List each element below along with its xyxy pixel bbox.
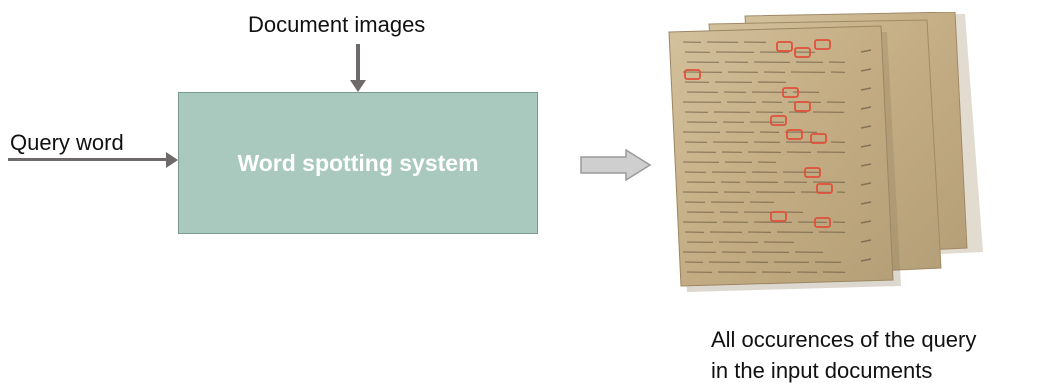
output-description: All occurences of the query in the input…: [711, 324, 976, 386]
margin-mark: [860, 239, 872, 243]
word-spotting-system-box: Word spotting system: [178, 92, 538, 234]
document-pages-illustration: [668, 12, 983, 292]
match-highlight: [684, 69, 701, 80]
match-highlight: [786, 129, 803, 140]
margin-mark: [860, 68, 872, 72]
match-highlight: [776, 41, 793, 52]
margin-mark: [860, 125, 872, 129]
margin-mark: [860, 182, 872, 186]
margin-mark: [860, 163, 872, 167]
match-highlight: [770, 115, 787, 126]
margin-mark: [860, 106, 872, 110]
query-word-label: Query word: [10, 130, 124, 155]
match-highlight: [794, 47, 811, 58]
match-highlight: [810, 133, 827, 144]
match-highlight: [814, 217, 831, 228]
query-word-arrow: [8, 158, 168, 161]
query-word-arrowhead: [166, 152, 178, 168]
margin-mark: [860, 220, 872, 224]
margin-mark: [860, 87, 872, 91]
document-images-label: Document images: [248, 12, 426, 37]
output-line-2: in the input documents: [711, 358, 933, 383]
front-page: [668, 25, 901, 292]
margin-mark: [860, 49, 872, 53]
match-highlight: [794, 101, 811, 112]
system-label: Word spotting system: [237, 149, 479, 176]
margin-mark: [860, 258, 872, 262]
match-highlight: [782, 87, 799, 98]
output-line-1: All occurences of the query: [711, 327, 977, 352]
output-arrow-icon: [580, 148, 652, 182]
document-images-arrowhead: [350, 80, 366, 92]
match-highlight: [816, 183, 833, 194]
margin-mark: [860, 144, 872, 148]
margin-mark: [860, 201, 872, 205]
match-highlight: [770, 211, 787, 222]
match-highlight: [814, 39, 831, 50]
document-images-arrow: [356, 44, 360, 82]
match-highlight: [804, 167, 821, 178]
